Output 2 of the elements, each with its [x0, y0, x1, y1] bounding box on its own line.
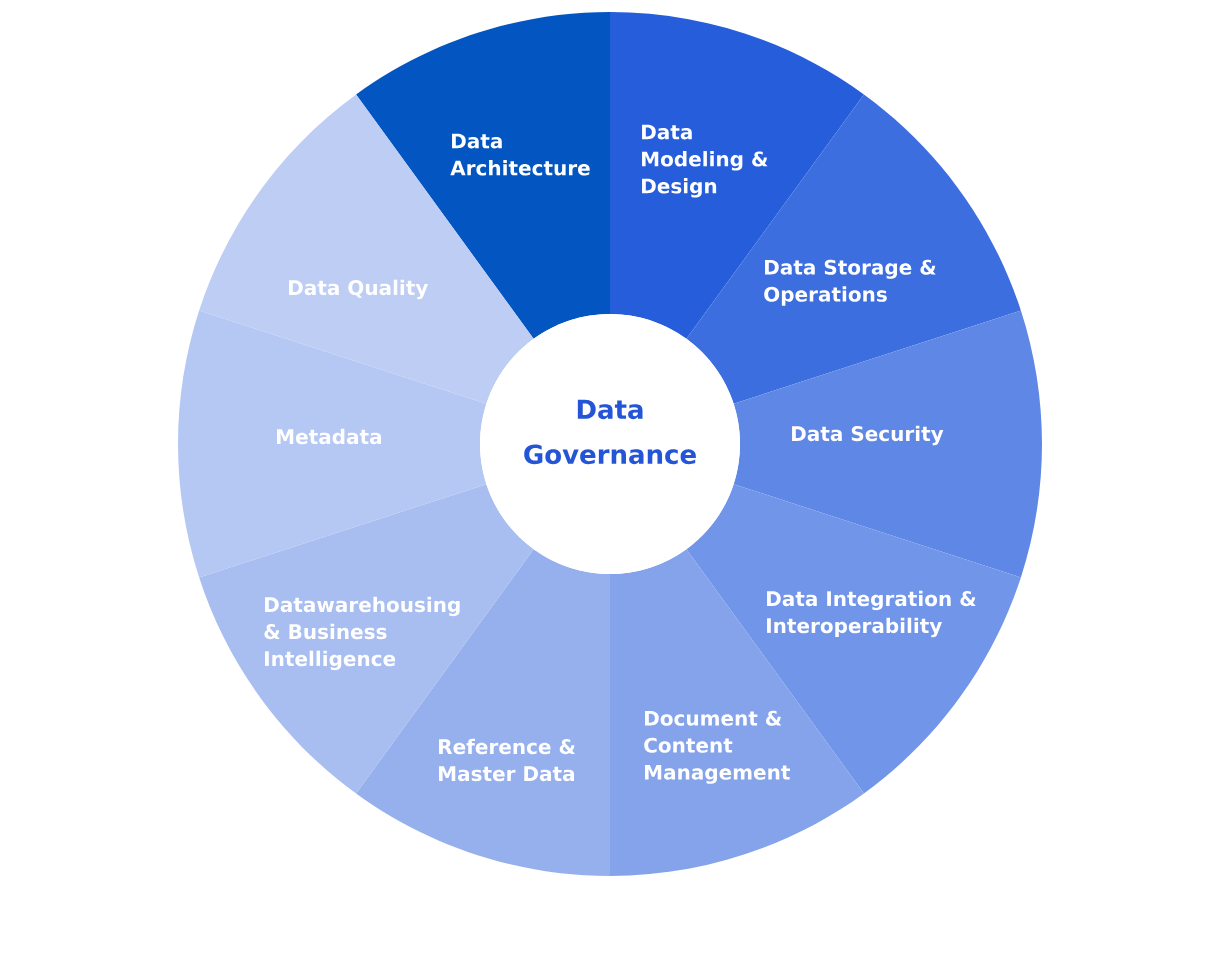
wheel-segment: Data Security	[733, 310, 1042, 578]
wheel-segment: Metadata	[178, 310, 487, 578]
